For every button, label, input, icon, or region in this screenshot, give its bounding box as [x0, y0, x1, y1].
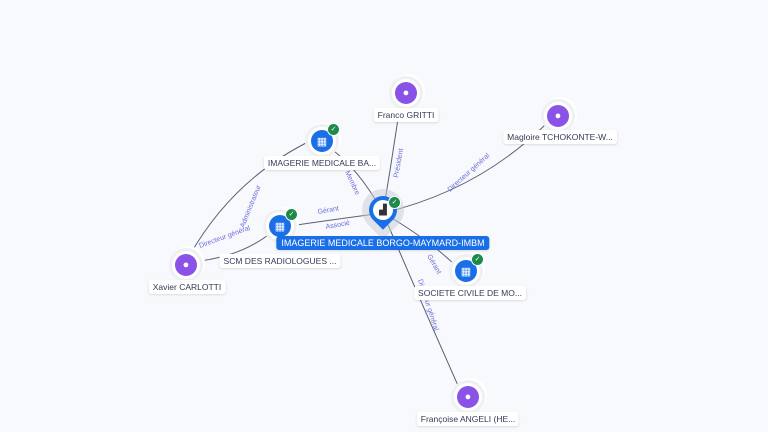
- person-icon: ●: [175, 254, 197, 276]
- building-icon: ▦: [455, 260, 477, 282]
- edge-label-societe: Gérant: [425, 254, 442, 276]
- edge-xavier-scm: [189, 231, 273, 263]
- verified-icon: ✓: [285, 208, 298, 221]
- label-magloire[interactable]: Magloire TCHOKONTE-W...: [503, 130, 617, 144]
- label-xavier[interactable]: Xavier CARLOTTI: [148, 280, 226, 294]
- label-franco[interactable]: Franco GRITTI: [373, 108, 439, 122]
- label-societe[interactable]: SOCIETE CIVILE DE MO...: [414, 286, 526, 300]
- verified-icon: ✓: [388, 196, 401, 209]
- node-scm[interactable]: ▦✓: [266, 208, 298, 240]
- node-francoise[interactable]: ●: [454, 383, 482, 411]
- edge-francoise: [382, 212, 461, 391]
- person-icon: ●: [395, 82, 417, 104]
- node-franco[interactable]: ●: [392, 79, 420, 107]
- label-francoise[interactable]: Françoise ANGELI (HE...: [416, 412, 520, 426]
- edge-label-scm-1: Gérant: [317, 205, 339, 216]
- person-icon: ●: [457, 386, 479, 408]
- edge-label-franco: Président: [393, 148, 405, 178]
- node-magloire[interactable]: ●: [544, 102, 572, 130]
- building-icon: ▦: [269, 215, 291, 237]
- label-imagerie-ba[interactable]: IMAGERIE MEDICALE BA...: [263, 156, 381, 170]
- building-icon: ▦: [311, 130, 333, 152]
- edge-label-magloire: Directeur général: [447, 152, 492, 193]
- node-imagerie-ba[interactable]: ▦✓: [308, 123, 340, 155]
- node-xavier[interactable]: ●: [172, 251, 200, 279]
- edge-label-imagerie-ba: Membre: [343, 170, 360, 196]
- edge-label-xavier-imagerie: Administrateur: [239, 184, 263, 229]
- edge-label-scm-2: Associé: [325, 220, 350, 231]
- verified-icon: ✓: [327, 123, 340, 136]
- center-label[interactable]: IMAGERIE MEDICALE BORGO-MAYMARD-IMBM: [276, 236, 490, 250]
- verified-icon: ✓: [471, 253, 484, 266]
- label-scm[interactable]: SCM DES RADIOLOGUES ...: [219, 254, 341, 268]
- node-societe[interactable]: ▦✓: [452, 253, 484, 285]
- edge-xavier-imagerie: [185, 139, 313, 263]
- person-icon: ●: [547, 105, 569, 127]
